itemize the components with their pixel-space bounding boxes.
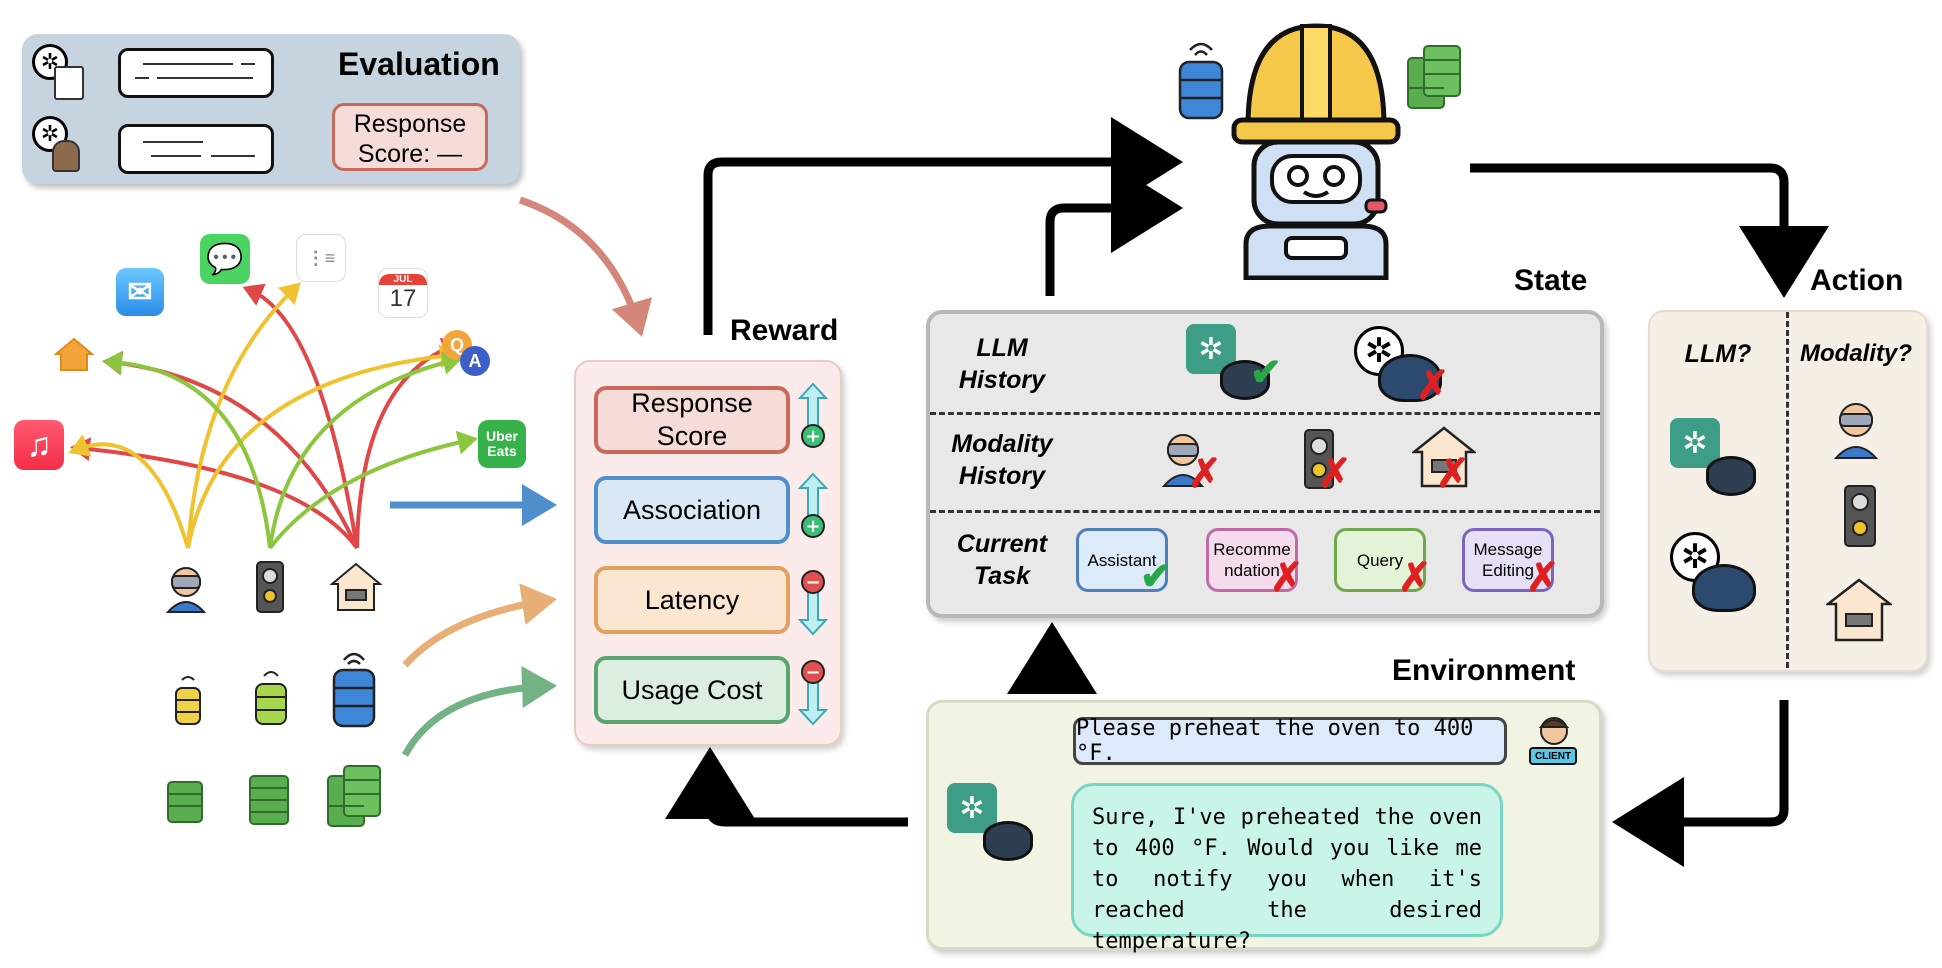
response-score-box: Response Score: —	[332, 103, 488, 171]
messages-app-icon: 💬	[200, 234, 250, 284]
user-message: Please preheat the oven to 400 °F.	[1073, 716, 1507, 766]
large-money-stack-icon	[324, 762, 384, 830]
small-server-icon-yellow	[172, 670, 204, 726]
calendar-app-icon: JUL 17	[378, 268, 428, 318]
task-label: Query	[1356, 550, 1404, 570]
openai-logo-icon: ✲	[1670, 418, 1720, 468]
reward-item-label: Usage Cost	[621, 674, 763, 705]
qa-icon: Q A	[442, 330, 494, 378]
state-divider-2	[930, 510, 1600, 513]
vr-user-icon	[1156, 428, 1210, 488]
evaluation-bubble-1	[118, 48, 274, 98]
calendar-day: 17	[389, 284, 417, 312]
action-col-modality: Modality?	[1800, 340, 1912, 367]
state-row-label-modality: Modality History	[951, 430, 1053, 490]
calendar-month: JUL	[379, 273, 427, 285]
doorbell-icon	[1842, 484, 1878, 548]
cross-mark-icon: ✗	[1416, 364, 1450, 408]
action-col-llm: LLM?	[1684, 340, 1752, 368]
openai-logo-icon-black: ✲	[1670, 532, 1720, 582]
task-label: Message Editing	[1473, 540, 1543, 580]
cloud-server-icon	[1378, 354, 1442, 402]
music-app-icon: ♫	[14, 420, 64, 470]
reward-item-box: Response Score	[594, 386, 790, 454]
action-panel: LLM? Modality? ✲ ✲	[1648, 310, 1928, 672]
security-camera-house-icon	[329, 560, 383, 612]
mail-app-icon: ✉	[116, 268, 164, 316]
reward-sign: −	[805, 572, 820, 593]
reward-direction-icon: +	[797, 382, 829, 448]
security-house-icon	[1824, 576, 1894, 642]
environment-title: Environment	[1392, 654, 1576, 687]
task-chip: Assistant	[1076, 528, 1168, 592]
reward-item-label: Latency	[644, 584, 740, 615]
uber-eats-app-icon: Uber Eats	[478, 420, 526, 468]
client-avatar-icon: CLIENT	[1527, 713, 1581, 771]
medium-money-stack-icon	[246, 772, 292, 828]
smart-speaker-icon	[1220, 360, 1270, 400]
evaluation-panel: ✲ ✲ Evaluation Response Score: —	[22, 34, 520, 184]
state-row-label-task: Current Task	[956, 530, 1048, 590]
reward-item-label: Response Score	[631, 388, 753, 451]
environment-panel: Please preheat the oven to 400 °F. CLIEN…	[926, 700, 1602, 954]
cross-mark-icon: ✗	[1318, 452, 1352, 496]
state-divider-1	[930, 412, 1600, 415]
doorbell-icon	[1302, 428, 1336, 490]
reward-item-box: Association	[594, 476, 790, 544]
judge-human-icon: ✲	[32, 116, 84, 172]
doorbell-camera-icon	[254, 560, 286, 614]
task-chip: Recomme ndation	[1206, 528, 1298, 592]
evaluation-title: Evaluation	[338, 46, 500, 82]
task-chip: Query	[1334, 528, 1426, 592]
reward-direction-icon: −	[797, 660, 829, 726]
action-title: Action	[1810, 264, 1904, 297]
assistant-message: Sure, I've preheated the oven to 400 °F.…	[1071, 783, 1503, 954]
cross-mark-icon: ✗	[1436, 452, 1470, 496]
reward-item-box: Latency	[594, 566, 790, 634]
evaluation-bubble-2	[118, 124, 274, 174]
vr-user-icon	[1828, 398, 1884, 460]
reward-sign: +	[805, 516, 820, 537]
task-label: Recomme ndation	[1213, 540, 1291, 580]
vr-headset-user-icon	[160, 562, 212, 614]
medium-server-icon-green	[252, 664, 290, 726]
robot-agent-icon	[1226, 16, 1406, 281]
money-stack-icon-agent	[1404, 42, 1464, 112]
reward-panel: Response Score + Association + Latency − Usage…	[574, 360, 842, 746]
check-mark-icon: ✔	[1140, 556, 1172, 598]
reward-title: Reward	[730, 314, 839, 347]
cross-mark-icon: ✗	[1398, 556, 1432, 600]
openai-logo-icon: ✲	[947, 783, 997, 833]
small-money-stack-icon	[164, 776, 206, 826]
uber-eats-label: Uber Eats	[486, 428, 518, 459]
cloud-server-icon	[1692, 564, 1756, 612]
check-mark-icon: ✔	[1250, 352, 1282, 394]
security-house-icon	[1410, 424, 1478, 488]
smart-speaker-icon	[1706, 456, 1756, 496]
reward-item-box: Usage Cost	[594, 656, 790, 724]
state-panel: LLM History Modality History Current Tas…	[926, 310, 1604, 618]
home-icon	[53, 336, 95, 372]
action-divider	[1786, 312, 1789, 668]
reward-direction-icon: −	[797, 570, 829, 636]
state-title: State	[1514, 264, 1588, 297]
task-chip: Message Editing	[1462, 528, 1554, 592]
server-signal-icon	[1176, 36, 1226, 120]
task-label: Assistant	[1087, 550, 1157, 570]
client-badge: CLIENT	[1529, 747, 1577, 765]
smart-speaker-icon	[983, 821, 1033, 861]
judge-llm-icon-1: ✲	[32, 44, 84, 100]
large-server-icon-blue	[330, 646, 378, 728]
state-row-label-llm: LLM History	[958, 334, 1046, 394]
reward-sign: +	[805, 426, 820, 447]
reward-direction-icon: +	[797, 472, 829, 538]
reward-sign: −	[805, 662, 820, 683]
reminders-app-icon: ⋮≡	[296, 234, 346, 282]
cross-mark-icon: ✗	[1188, 452, 1222, 496]
cross-mark-icon: ✗	[1526, 556, 1560, 600]
cross-mark-icon: ✗	[1270, 556, 1304, 600]
reward-item-label: Association	[622, 494, 762, 525]
